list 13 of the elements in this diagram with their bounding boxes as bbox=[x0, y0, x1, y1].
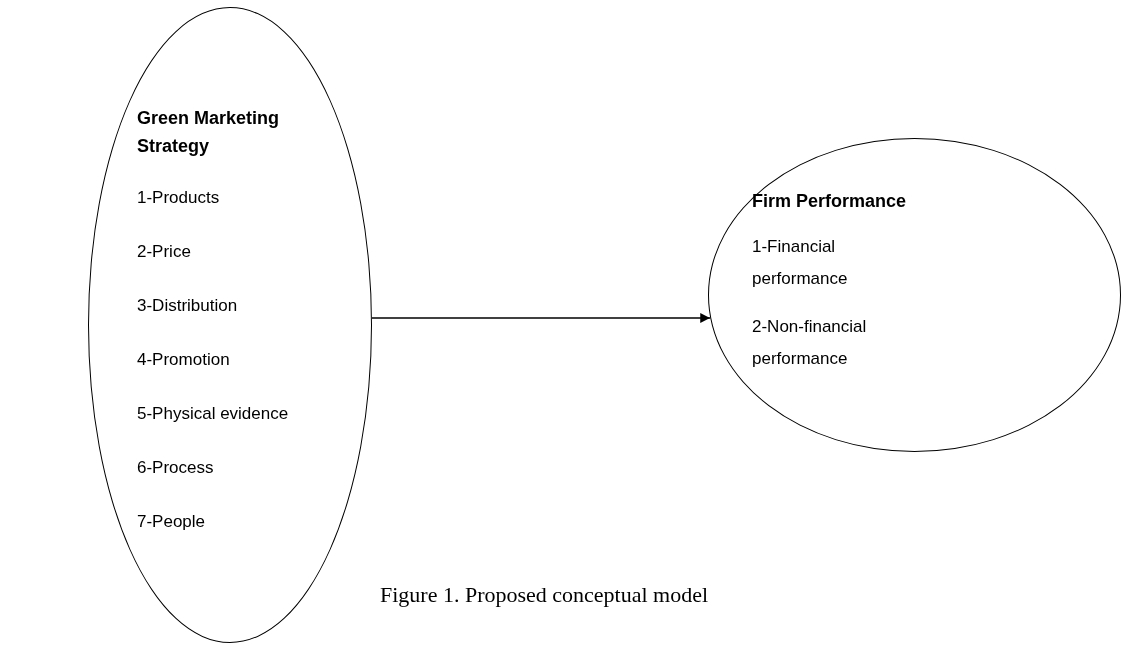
list-item: 7-People bbox=[137, 511, 207, 533]
list-item: 6-Process bbox=[137, 457, 215, 479]
list-item: 5-Physical evidence bbox=[137, 403, 290, 425]
list-item: 1-Products bbox=[137, 187, 221, 209]
figure-caption: Figure 1. Proposed conceptual model bbox=[380, 581, 709, 609]
list-item: 2-Price bbox=[137, 241, 192, 263]
list-item: 3-Distribution bbox=[137, 295, 239, 317]
arrow bbox=[371, 313, 711, 323]
heading-text: Firm Performance bbox=[752, 190, 908, 213]
list-item: 1-Financial performance bbox=[752, 236, 849, 290]
list-item: 4-Promotion bbox=[137, 349, 231, 371]
heading-text: Green Marketing Strategy bbox=[137, 107, 281, 158]
list-item: 2-Non-financial performance bbox=[752, 316, 868, 370]
